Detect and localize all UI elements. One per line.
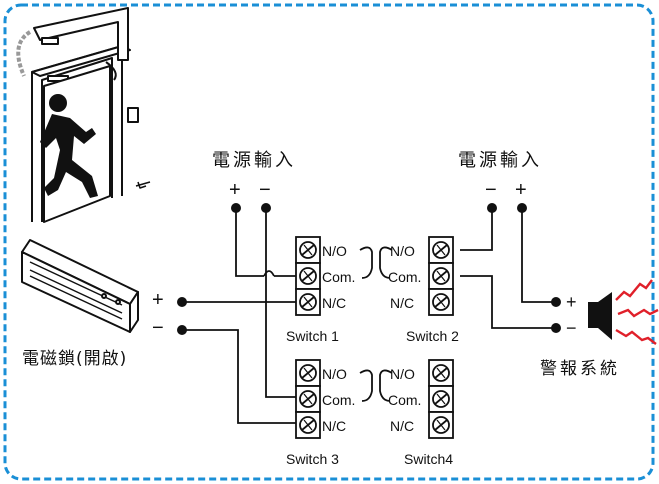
switch2-title: Switch 2 [406, 328, 459, 344]
power-input-left-label: 電源輸入 [212, 150, 296, 171]
switch3-no-label: N/O [322, 366, 347, 382]
switch3-terminals [295, 359, 321, 439]
wires [182, 208, 556, 424]
switch1-terminals [295, 236, 321, 316]
alarm-minus: − [566, 318, 577, 338]
lock-plus: + [152, 289, 164, 311]
switch3-com-label: Com. [322, 392, 355, 408]
alarm-plus: + [566, 292, 577, 312]
left-power-minus: − [259, 179, 271, 201]
switch4-terminals [428, 359, 454, 439]
left-power-plus: + [229, 179, 241, 201]
lock-label: 電磁鎖(開啟) [22, 349, 127, 369]
junction-dots [177, 203, 561, 335]
switch3-nc-label: N/C [322, 418, 346, 434]
power-input-right-label: 電源輸入 [458, 150, 542, 171]
door-person-exit-icon [16, 7, 151, 223]
switch4-title: Switch4 [404, 451, 453, 467]
switch3-title: Switch 3 [286, 451, 339, 467]
right-power-minus: − [485, 179, 497, 201]
switch1-no-label: N/O [322, 243, 347, 259]
alarm-speaker-icon [588, 279, 659, 345]
switch2-com-label: Com. [388, 269, 421, 285]
switch1-com-label: Com. [322, 269, 355, 285]
switch4-no-label: N/O [390, 366, 415, 382]
right-power-plus: + [515, 179, 527, 201]
switch2-nc-label: N/C [390, 295, 414, 311]
switch1-title: Switch 1 [286, 328, 339, 344]
lock-minus: − [152, 317, 164, 339]
switch2-no-label: N/O [390, 243, 415, 259]
dashed-frame [3, 3, 655, 481]
alarm-label: 警報系統 [540, 359, 620, 379]
switch4-com-label: Com. [388, 392, 421, 408]
magnetic-lock-icon [21, 239, 139, 333]
switch1-nc-label: N/C [322, 295, 346, 311]
switch2-terminals [428, 236, 454, 316]
switch4-nc-label: N/C [390, 418, 414, 434]
